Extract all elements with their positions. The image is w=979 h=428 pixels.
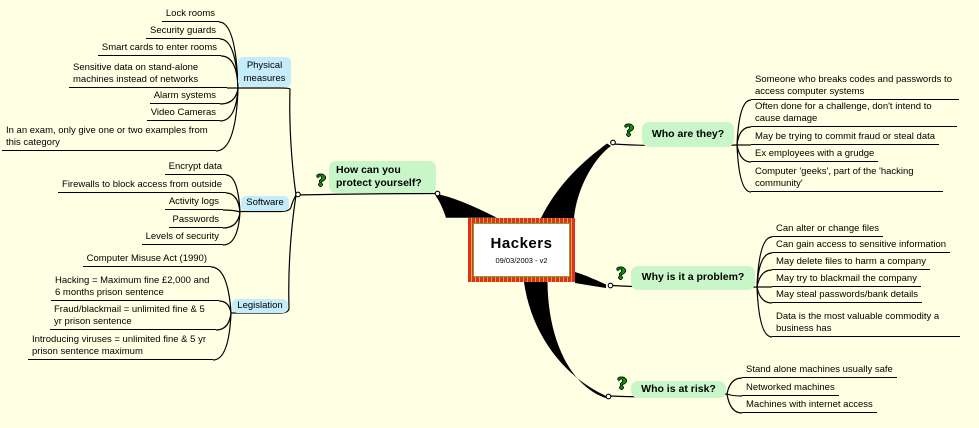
leaf-topic[interactable]: Firewalls to block access from outside xyxy=(58,179,226,193)
leaf-topic[interactable]: Fraud/blackmail = unlimited fine & 5 yr … xyxy=(50,304,216,330)
central-topic[interactable]: Hackers 09/03/2003 - v2 xyxy=(468,218,575,282)
subtopic-software[interactable]: Software xyxy=(241,196,289,211)
leaf-topic[interactable]: Encrypt data xyxy=(164,161,226,175)
leaf-topic[interactable]: Computer 'geeks', part of the 'hacking c… xyxy=(751,166,943,192)
leaf-topic[interactable]: Lock rooms xyxy=(161,8,219,22)
leaf-topic[interactable]: Security guards xyxy=(145,25,220,39)
leaf-topic[interactable]: Someone who breaks codes and passwords t… xyxy=(751,74,959,100)
leaf-topic[interactable]: Ex employees with a grudge xyxy=(751,148,879,162)
main-topic-who-are-they[interactable]: Who are they? xyxy=(642,122,734,147)
question-mark-icon: ? xyxy=(316,171,326,190)
leaf-topic[interactable]: Levels of security xyxy=(141,231,223,245)
leaf-topic[interactable]: Sensitive data on stand-alone machines i… xyxy=(69,62,227,88)
leaf-topic[interactable]: In an exam, only give one or two example… xyxy=(2,125,216,151)
leaf-topic[interactable]: Networked machines xyxy=(742,382,839,396)
main-topic-why-problem[interactable]: Why is it a problem? xyxy=(631,266,755,290)
central-topic-title: Hackers xyxy=(490,235,553,252)
leaf-topic[interactable]: May be trying to commit fraud or steal d… xyxy=(751,131,940,145)
leaf-topic[interactable]: Video Cameras xyxy=(146,107,220,121)
central-topic-inner: Hackers 09/03/2003 - v2 xyxy=(473,223,570,277)
collapse-handles[interactable] xyxy=(295,139,616,400)
central-wedge-curves xyxy=(436,143,611,399)
subtopic-physical-measures[interactable]: Physical measures xyxy=(238,57,291,87)
leaf-topic[interactable]: Can alter or change files xyxy=(772,223,883,237)
leaf-topic[interactable]: Hacking = Maximum fine £2,000 and 6 mont… xyxy=(51,275,219,301)
leaf-topic[interactable]: Passwords xyxy=(168,214,223,228)
subtopic-legislation[interactable]: Legislation xyxy=(232,299,288,313)
main-topic-who-at-risk[interactable]: Who is at risk? xyxy=(631,381,726,398)
leaf-topic[interactable]: Can gain access to sensitive information xyxy=(772,239,951,253)
leaf-topic[interactable]: Stand alone machines usually safe xyxy=(742,364,897,378)
leaf-topic[interactable]: May try to blackmail the company xyxy=(772,273,921,287)
question-mark-icon: ? xyxy=(617,374,627,393)
leaf-topic[interactable]: Machines with internet access xyxy=(742,399,877,413)
leaf-topic[interactable]: Computer Misuse Act (1990) xyxy=(82,253,211,267)
central-topic-subtitle: 09/03/2003 - v2 xyxy=(495,256,548,265)
leaf-topic[interactable]: Data is the most valuable commodity a bu… xyxy=(772,311,960,337)
leaf-topic[interactable]: Smart cards to enter rooms xyxy=(97,42,221,56)
leaf-topic[interactable]: Alarm systems xyxy=(149,90,220,104)
leaf-topic[interactable]: Often done for a challenge, don't intend… xyxy=(751,101,957,127)
main-topic-protect-yourself[interactable]: How can you protect yourself? xyxy=(329,161,436,193)
branch-curves xyxy=(210,21,773,414)
leaf-topic[interactable]: Activity logs xyxy=(164,196,223,210)
leaf-topic[interactable]: May steal passwords/bank details xyxy=(772,289,923,303)
leaf-topic[interactable]: Introducing viruses = unlimited fine & 5… xyxy=(28,334,213,360)
question-mark-icon: ? xyxy=(616,264,626,283)
question-mark-icon: ? xyxy=(624,121,634,140)
leaf-topic[interactable]: May delete files to harm a company xyxy=(772,256,930,270)
